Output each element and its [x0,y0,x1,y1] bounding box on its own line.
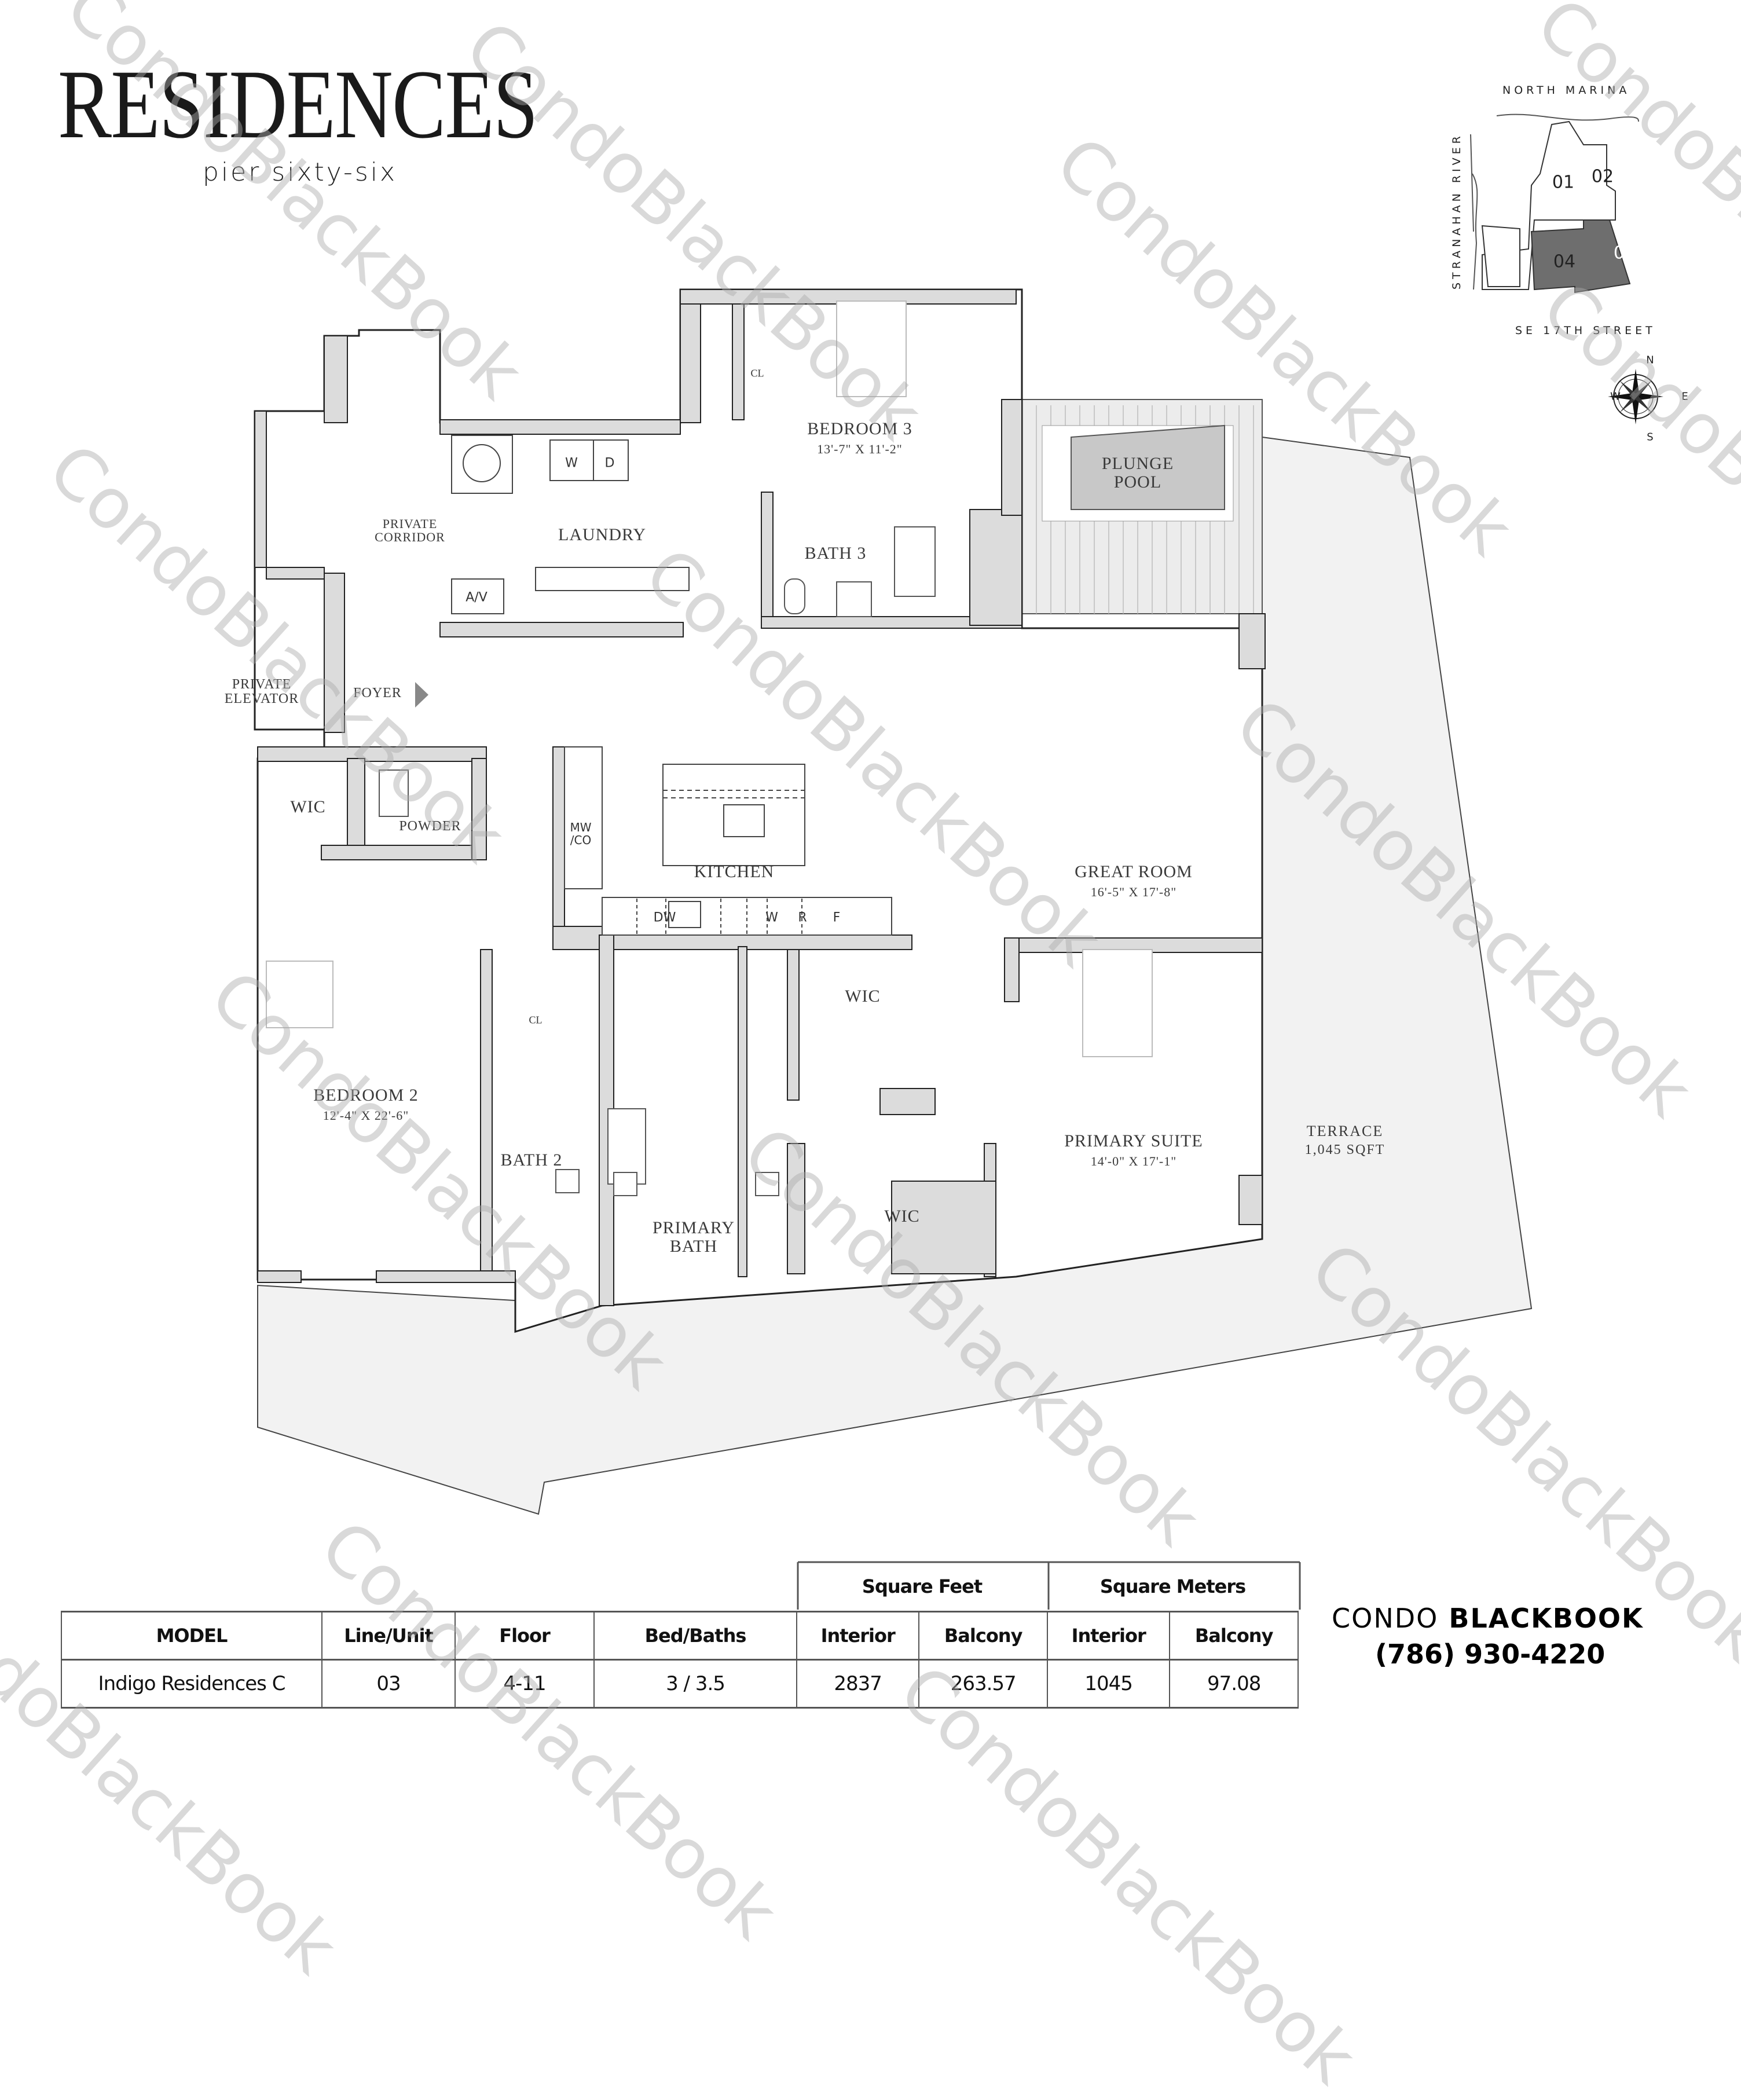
header-floor: Floor [455,1611,594,1661]
spec-table: Square Feet Square Meters MODEL Line/Uni… [61,1562,1299,1709]
cell-model: Indigo Residences C [61,1659,322,1709]
room-foyer: FOYER [353,686,402,701]
label-closet-b2: CL [529,1014,543,1026]
label-av: A/V [466,590,488,605]
label-wine: W [765,910,778,925]
key-plan-unit-02: 02 [1591,166,1614,187]
spec-group-header-row: Square Feet Square Meters [61,1562,1298,1612]
room-wic-primary-1: WIC [845,987,881,1006]
room-bath-2: BATH 2 [500,1150,563,1170]
beds [266,300,1153,1057]
cell-sqm-interior: 1045 [1046,1659,1170,1709]
compass-s: S [1647,431,1654,444]
cell-sqft-interior: 2837 [796,1659,919,1709]
key-plan-south-label: SE 17TH STREET [1515,324,1656,337]
label-washer: W [565,456,578,471]
contact-name: CONDO BLACKBOOK [1332,1603,1644,1634]
key-plan-west-label: STRANAHAN RIVER [1450,133,1463,289]
compass-n: N [1646,354,1654,367]
room-bath-3: BATH 3 [804,544,867,563]
key-plan-unit-01: 01 [1552,172,1575,193]
spec-header-row: MODEL Line/Unit Floor Bed/Baths Interior… [61,1611,1299,1661]
key-plan-unit-04: 04 [1553,251,1576,272]
key-plan-map [1470,113,1639,294]
bath-fixtures [379,526,936,1196]
compass-w: W [1610,390,1621,403]
header-sqm-balcony: Balcony [1169,1611,1299,1661]
compass-rose [1608,369,1663,424]
cell-sqm-balcony: 97.08 [1169,1659,1299,1709]
cell-sqft-balcony: 263.57 [918,1659,1047,1709]
label-freezer: F [833,910,841,925]
cell-bed-baths: 3 / 3.5 [593,1659,797,1709]
contact-phone: (786) 930-4220 [1375,1639,1606,1670]
cell-line-unit: 03 [321,1659,455,1709]
group-header-square-feet: Square Feet [862,1575,983,1597]
header-line-unit: Line/Unit [321,1611,455,1661]
room-kitchen: KITCHEN [694,862,775,881]
room-laundry: LAUNDRY [558,525,647,544]
highlighted-unit [1530,219,1631,294]
brand-subtitle: pier sixty-six [203,157,398,187]
contact-name-bold: BLACKBOOK [1449,1603,1644,1634]
spec-data-row: Indigo Residences C 03 4-11 3 / 3.5 2837… [61,1659,1299,1709]
label-closet-b3: CL [750,367,764,379]
compass-e: E [1681,390,1688,403]
header-sqft-interior: Interior [796,1611,919,1661]
laundry-fixtures [451,435,690,614]
header-model: MODEL [61,1611,322,1661]
header-sqm-interior: Interior [1046,1611,1170,1661]
label-microwave-oven: MW /CO [570,820,592,847]
cell-floor: 4-11 [455,1659,594,1709]
label-refrigerator: R [798,910,807,925]
header-sqft-balcony: Balcony [918,1611,1047,1661]
table-group-borders [797,1561,1301,1610]
room-plunge-pool: PLUNGE POOL [1101,454,1174,492]
room-primary-bath: PRIMARY BATH [652,1218,735,1256]
room-wic-foyer: WIC [290,797,326,816]
key-plan-unit-03: 03 [1613,243,1636,263]
room-powder: POWDER [399,819,461,834]
plunge-pool [1071,424,1225,510]
room-private-elevator: PRIVATE ELEVATOR [224,677,299,707]
label-dishwasher: DW [653,910,676,925]
kitchen-fixtures [564,746,892,936]
label-dryer: D [604,456,615,471]
group-header-square-meters: Square Meters [1099,1575,1246,1597]
room-wic-primary-2: WIC [884,1207,920,1226]
header-bed-baths: Bed/Baths [593,1611,797,1661]
pool-deck [1021,399,1263,614]
contact-name-light: CONDO [1332,1603,1439,1634]
brand-title: RESIDENCES [58,50,538,159]
room-private-corridor: PRIVATE CORRIDOR [375,516,445,545]
key-plan-north-label: NORTH MARINA [1502,84,1630,97]
floor-plan [254,113,1663,1610]
foyer-arrow-icon [415,682,428,708]
